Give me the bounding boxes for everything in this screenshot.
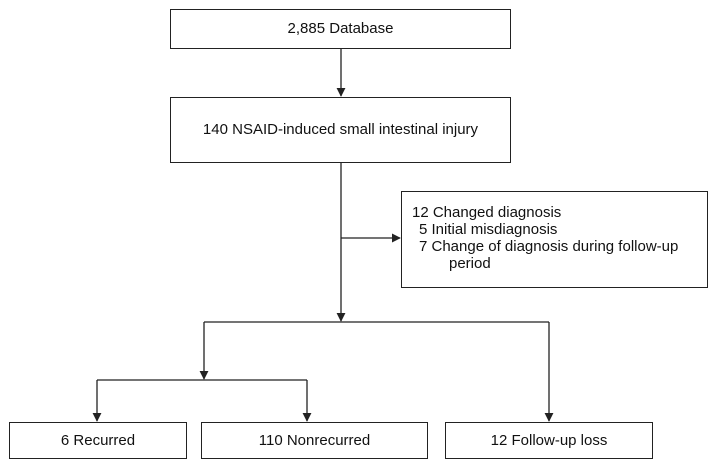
changed-diagnosis-box: 12 Changed diagnosis 5 Initial misdiagno… [401,191,708,288]
database-label: 2,885 Database [287,20,394,37]
followup-loss-box: 12 Follow-up loss [445,422,653,459]
nsaid-injury-box: 140 NSAID-induced small intestinal injur… [170,97,511,163]
nonrecurred-label: 110 Nonrecurred [258,431,371,449]
change-during-followup-item-cont: period [449,255,491,272]
recurred-box: 6 Recurred [9,422,187,459]
initial-misdiagnosis-item: 5 Initial misdiagnosis [419,221,558,238]
change-during-followup-item: 7 Change of diagnosis during follow-up [419,238,679,255]
nsaid-injury-label: 140 NSAID-induced small intestinal injur… [202,121,479,138]
recurred-label: 6 Recurred [60,431,136,449]
changed-diagnosis-title: 12 Changed diagnosis [412,204,562,221]
database-box: 2,885 Database [170,9,511,49]
nonrecurred-box: 110 Nonrecurred [201,422,428,459]
followup-loss-label: 12 Follow-up loss [490,431,608,449]
